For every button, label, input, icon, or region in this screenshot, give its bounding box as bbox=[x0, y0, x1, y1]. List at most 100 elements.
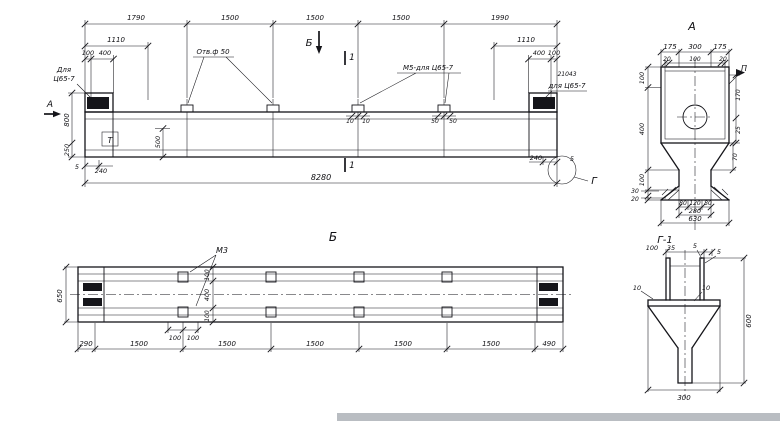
dim-label: 1110 bbox=[517, 36, 535, 44]
plan-dimension-lines bbox=[65, 254, 563, 350]
section-a-outline bbox=[660, 58, 745, 232]
dim-label: 240 bbox=[95, 167, 107, 175]
dim-label: 10 bbox=[346, 118, 354, 125]
dim-label: 100 bbox=[646, 244, 658, 252]
window-edge-strip bbox=[337, 413, 780, 421]
dim-label: 80 bbox=[704, 200, 712, 207]
callout-code: 21043 bbox=[557, 71, 576, 78]
dim-label: 250 bbox=[63, 144, 71, 156]
mark-t-label: Т bbox=[108, 136, 114, 145]
detail-dimension-lines bbox=[648, 251, 745, 391]
section-1-mark-bottom: 1 bbox=[349, 161, 355, 171]
dim-label: 400 bbox=[533, 49, 545, 57]
dim-label: 490 bbox=[542, 340, 556, 348]
dim-label: 100 bbox=[689, 56, 701, 63]
elevation-dimension-ticks bbox=[68, 20, 561, 187]
dim-label: 400 bbox=[99, 49, 111, 57]
dim-label: 100 bbox=[169, 334, 181, 342]
dim-label: 1110 bbox=[107, 36, 125, 44]
dim-label: 1500 bbox=[221, 14, 239, 22]
dim-label: 1500 bbox=[306, 340, 324, 348]
view-a-mark: А bbox=[46, 100, 53, 110]
dim-label: 300 bbox=[677, 394, 691, 402]
detail-title: Г-1 bbox=[657, 235, 673, 246]
dim-label: 630 bbox=[688, 215, 702, 223]
dim-label: 100 bbox=[204, 269, 211, 281]
detail-extension-lines bbox=[640, 249, 746, 392]
mark-t-box bbox=[101, 131, 119, 147]
elevation-dimension-lines bbox=[71, 23, 557, 184]
dim-label: 400 bbox=[638, 123, 646, 135]
beam-outline bbox=[84, 92, 558, 158]
section-a-dimension-lines bbox=[647, 51, 737, 224]
plan-view: Б М3 650 100 400 100 100 100 290 1500 15… bbox=[56, 230, 571, 353]
section-a-view: А 175 300 175 20 100 20 100 400 100 30 2… bbox=[631, 20, 747, 232]
dim-label: 170 bbox=[735, 89, 742, 101]
holes-callout: Отв.ф 50 bbox=[196, 48, 230, 56]
callout-label: для Ц65-7 bbox=[547, 82, 586, 90]
end-plate bbox=[83, 283, 102, 291]
dim-label: 5 bbox=[717, 248, 721, 256]
dim-label: 120 bbox=[689, 200, 701, 207]
dim-label: 70 bbox=[732, 153, 739, 161]
callout-label: Для bbox=[56, 66, 71, 74]
dim-label: 25 bbox=[735, 126, 742, 134]
dim-label: 10 bbox=[362, 118, 370, 125]
dim-label: 50 bbox=[431, 118, 439, 125]
dim-label: 1500 bbox=[482, 340, 500, 348]
section-a-title: А bbox=[687, 20, 696, 33]
section-1-mark-top: 1 bbox=[349, 53, 355, 63]
dim-label: 5 bbox=[75, 163, 79, 171]
dim-label: 35 bbox=[667, 244, 675, 252]
dim-label: 1790 bbox=[127, 14, 145, 22]
plan-outline bbox=[70, 266, 571, 323]
elevation-extension-lines bbox=[68, 20, 558, 187]
dim-label: 600 bbox=[745, 314, 753, 328]
elevation-view: 1790 1500 1500 1500 1990 1110 1110 100 4… bbox=[44, 14, 598, 187]
detail-g-mark: Г bbox=[591, 176, 598, 187]
view-a-arrow bbox=[53, 110, 61, 118]
dim-label: 30 bbox=[631, 188, 639, 195]
dim-label: 650 bbox=[56, 289, 64, 303]
dim-label: 20 bbox=[631, 196, 639, 203]
dim-label: 20 bbox=[719, 56, 727, 63]
dim-label: 1990 bbox=[491, 14, 509, 22]
total-dim-label: 8280 bbox=[311, 173, 331, 182]
plan-embedded-plates bbox=[177, 271, 453, 318]
section-b-arrow bbox=[315, 46, 323, 54]
detail-g1-view: Г-1 100 35 5 5 10 10 600 300 bbox=[633, 235, 753, 402]
detail-outline bbox=[647, 250, 721, 398]
callout-label: Ц65-7 bbox=[53, 75, 75, 83]
dim-label: 100 bbox=[548, 49, 560, 57]
end-plate bbox=[539, 298, 558, 306]
section-b-mark: Б bbox=[306, 38, 313, 49]
section-a-extension-lines bbox=[641, 49, 740, 226]
dim-label: 10 bbox=[633, 284, 641, 292]
dim-label: 5 bbox=[693, 242, 697, 250]
dim-label: 5 bbox=[570, 155, 574, 163]
plan-title: Б bbox=[329, 230, 337, 244]
m5-callout: М5-для Ц65-7 bbox=[403, 64, 454, 72]
plan-extension-lines bbox=[64, 266, 564, 352]
top-embedded-plates bbox=[180, 98, 451, 113]
dim-label: 175 bbox=[663, 43, 677, 51]
dim-label: 100 bbox=[82, 49, 94, 57]
dim-label: 290 bbox=[79, 340, 93, 348]
dim-label: 20 bbox=[663, 56, 671, 63]
detail-callout-circle bbox=[547, 155, 577, 185]
detail-ticks bbox=[644, 248, 748, 394]
dim-label: 1500 bbox=[218, 340, 236, 348]
dim-label: 100 bbox=[204, 310, 211, 322]
dim-label: 800 bbox=[63, 113, 71, 127]
end-plate bbox=[83, 298, 102, 306]
dim-label: 500 bbox=[154, 136, 162, 148]
dim-label: 10 bbox=[702, 284, 710, 292]
dim-label: 100 bbox=[638, 174, 646, 186]
elevation-leaders bbox=[44, 31, 589, 185]
embedded-plate-left bbox=[87, 97, 109, 109]
embedded-plate-right bbox=[533, 97, 555, 109]
position-flag-label: П bbox=[741, 64, 747, 73]
dim-label: 50 bbox=[449, 118, 457, 125]
